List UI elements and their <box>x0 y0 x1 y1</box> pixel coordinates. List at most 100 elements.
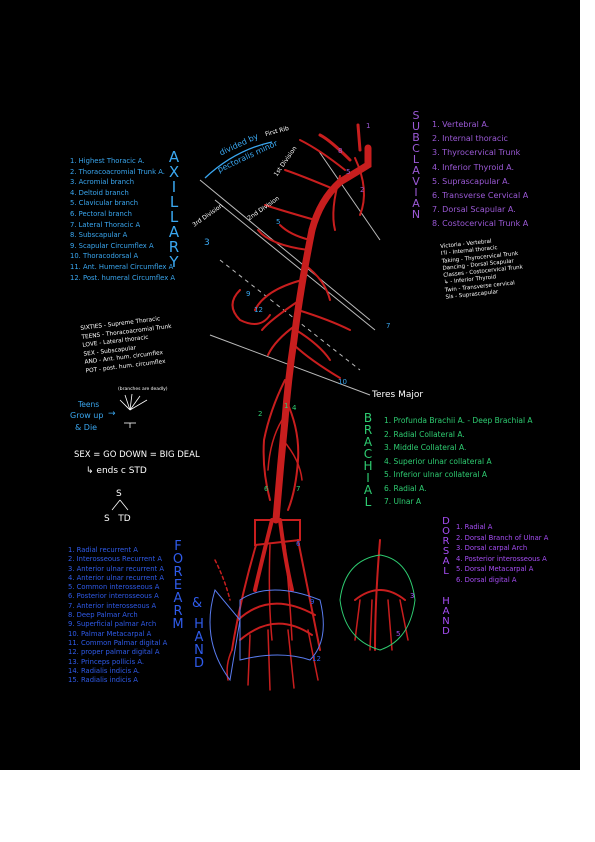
artery-illustration <box>199 123 416 691</box>
axillary-trunk <box>281 226 316 424</box>
axillary-list-item: 12. Post. humeral Circumflex A <box>70 273 176 282</box>
s-td-label: S TD <box>104 514 131 524</box>
subclavian-title-letter: L <box>412 153 420 166</box>
axillary-title-letter: X <box>168 163 180 181</box>
dorsal-list-item: 5. Dorsal Metacarpal A <box>456 565 534 574</box>
diagram-canvas: divided by pectoralis minor First Rib 1s… <box>0 0 580 770</box>
diagram-number-ax-3: 3 <box>204 238 210 248</box>
forearm-list-item: 13. Princeps pollicis A. <box>68 657 145 666</box>
brachial-list-item: 6. Radial A. <box>384 483 427 493</box>
brachial-trunk <box>272 416 289 524</box>
dorsal-list-item: 4. Posterior interosseous A <box>456 554 547 563</box>
s-label: S <box>116 489 122 499</box>
dorsal_hand-title-letter: A <box>442 606 450 617</box>
dorsal-list-item: 3. Dorsal carpal Arch <box>456 544 528 553</box>
forearm-title-letter: F <box>174 539 182 554</box>
brachial-list-item: 4. Superior ulnar collateral A <box>384 456 492 466</box>
pectoralis-minor-line <box>199 179 371 321</box>
subclavian-title-letter: B <box>412 131 420 144</box>
diagram-number-ax-10: 10 <box>338 378 347 386</box>
forearm-amp: & <box>192 596 203 611</box>
hand-title-letter: H <box>194 617 204 632</box>
brachial-list-item: 2. Radial Collateral A. <box>384 429 465 439</box>
dorsal-title-letter: A <box>442 556 450 567</box>
axillary-list-item: 10. Thoracodorsal A <box>70 252 139 261</box>
axillary-list-item: 7. Lateral Thoracic A <box>70 220 141 229</box>
forearm-list-item: 4. Anterior ulnar recurrent A <box>68 573 165 582</box>
axillary-list-item: 4. Deltoid branch <box>70 188 129 197</box>
forearm-list-item: 8. Deep Palmar Arch <box>68 611 138 620</box>
brachial-list: 1. Profunda Brachii A. - Deep Brachial A… <box>384 414 533 509</box>
axillary-list-item: 1. Highest Thoracic A. <box>70 157 145 165</box>
forearm-list-item: 12. proper palmar digital A <box>68 648 160 657</box>
subclavian-title-letter: V <box>412 175 420 188</box>
brachial-title-letter: L <box>364 495 372 509</box>
subclavian-title-letter: A <box>412 164 420 177</box>
axillary-list-item: 9. Scapular Circumflex A <box>70 241 154 250</box>
forearm-list-item: 2. Interosseous Recurrent A <box>68 555 162 564</box>
forearm-list-item: 5. Common interosseous A <box>68 583 160 592</box>
dorsal-title-letter: R <box>442 536 450 547</box>
diagram-number-sub-1: 1 <box>366 122 371 130</box>
dorsal-title-letter: L <box>443 566 449 577</box>
brachial-list-item: 5. Inferior ulnar collateral A <box>384 470 487 479</box>
forearm-list-item: 11. Common Palmar digital A <box>68 638 168 647</box>
subclavian-title-letter: I <box>414 186 418 199</box>
brachial-title-letter: A <box>363 435 373 449</box>
diagram-number-ax-5: 5 <box>276 218 281 226</box>
brachial-title-letter: A <box>363 483 373 497</box>
dorsal-list-item: 2. Dorsal Branch of Ulnar A <box>456 533 549 542</box>
branches-caption: (branches are deadly) <box>118 387 168 392</box>
teres-major-label: Teres Major <box>372 390 424 400</box>
diagram-number-ax-9: 9 <box>246 290 251 298</box>
axillary-title-letter: I <box>171 178 177 196</box>
die-label: & Die <box>75 423 98 432</box>
first-rib-line <box>317 149 381 241</box>
subclavian-title-letter: U <box>411 120 421 133</box>
subclavian-title-letter: N <box>411 208 421 221</box>
dorsal-title-letter: S <box>442 546 450 557</box>
forearm-title-letter: A <box>173 591 183 606</box>
diagram-number-sub-8: 8 <box>338 147 343 155</box>
forearm-list-item: 7. Anterior interosseous A <box>68 601 157 610</box>
subclavian-list-item: 6. Transverse Cervical A <box>432 191 529 201</box>
diagram-number-br-4: 4 <box>292 404 297 412</box>
subclavian-list-item: 7. Dorsal Scapular A. <box>432 205 516 215</box>
axillary-border-line <box>219 259 361 371</box>
ends-std-line: ↳ ends c STD <box>86 466 147 476</box>
diagram-number-br-6: 6 <box>264 485 269 493</box>
axillary-list-item: 6. Pectoral branch <box>70 209 132 218</box>
subclavian-list-item: 1. Vertebral A. <box>432 120 490 129</box>
axillary-list-item: 8. Subscapular A <box>70 231 128 240</box>
dorsal_hand-title-letter: D <box>442 626 450 637</box>
grow-up-label: Grow up <box>70 411 104 420</box>
diagram-number-ax-12: 12 <box>254 306 263 314</box>
axillary-list-item: 3. Acromial branch <box>70 178 135 187</box>
axillary-list-item: 2. Thoracoacromial Trunk A. <box>70 167 165 176</box>
dorsal_hand-title-letter: N <box>442 616 450 627</box>
pectoralis-minor-line-2 <box>214 199 376 331</box>
sex-go-down-line: SEX = GO DOWN = BIG DEAL <box>74 450 200 460</box>
radial-artery <box>253 518 274 592</box>
axillary-title-letter: Y <box>169 253 179 271</box>
forearm-title-letter: R <box>173 565 183 580</box>
axillary-title-letter: A <box>168 223 180 241</box>
subclavian-title-letter: C <box>412 142 420 155</box>
brachial-title-letter: I <box>366 471 370 485</box>
teens-arrow: → <box>108 409 116 419</box>
subclavian-title-letter: A <box>412 197 420 210</box>
brachial-list-item: 3. Middle Collateral A. <box>384 443 467 452</box>
forearm-list-item: 6. Posterior interosseous A <box>68 592 159 601</box>
axillary-title-letter: A <box>168 148 180 166</box>
diagram-number-fa-6: 6 <box>296 540 301 548</box>
division-brace <box>204 141 273 179</box>
diagram-number-sub-5: 5 <box>346 168 351 176</box>
